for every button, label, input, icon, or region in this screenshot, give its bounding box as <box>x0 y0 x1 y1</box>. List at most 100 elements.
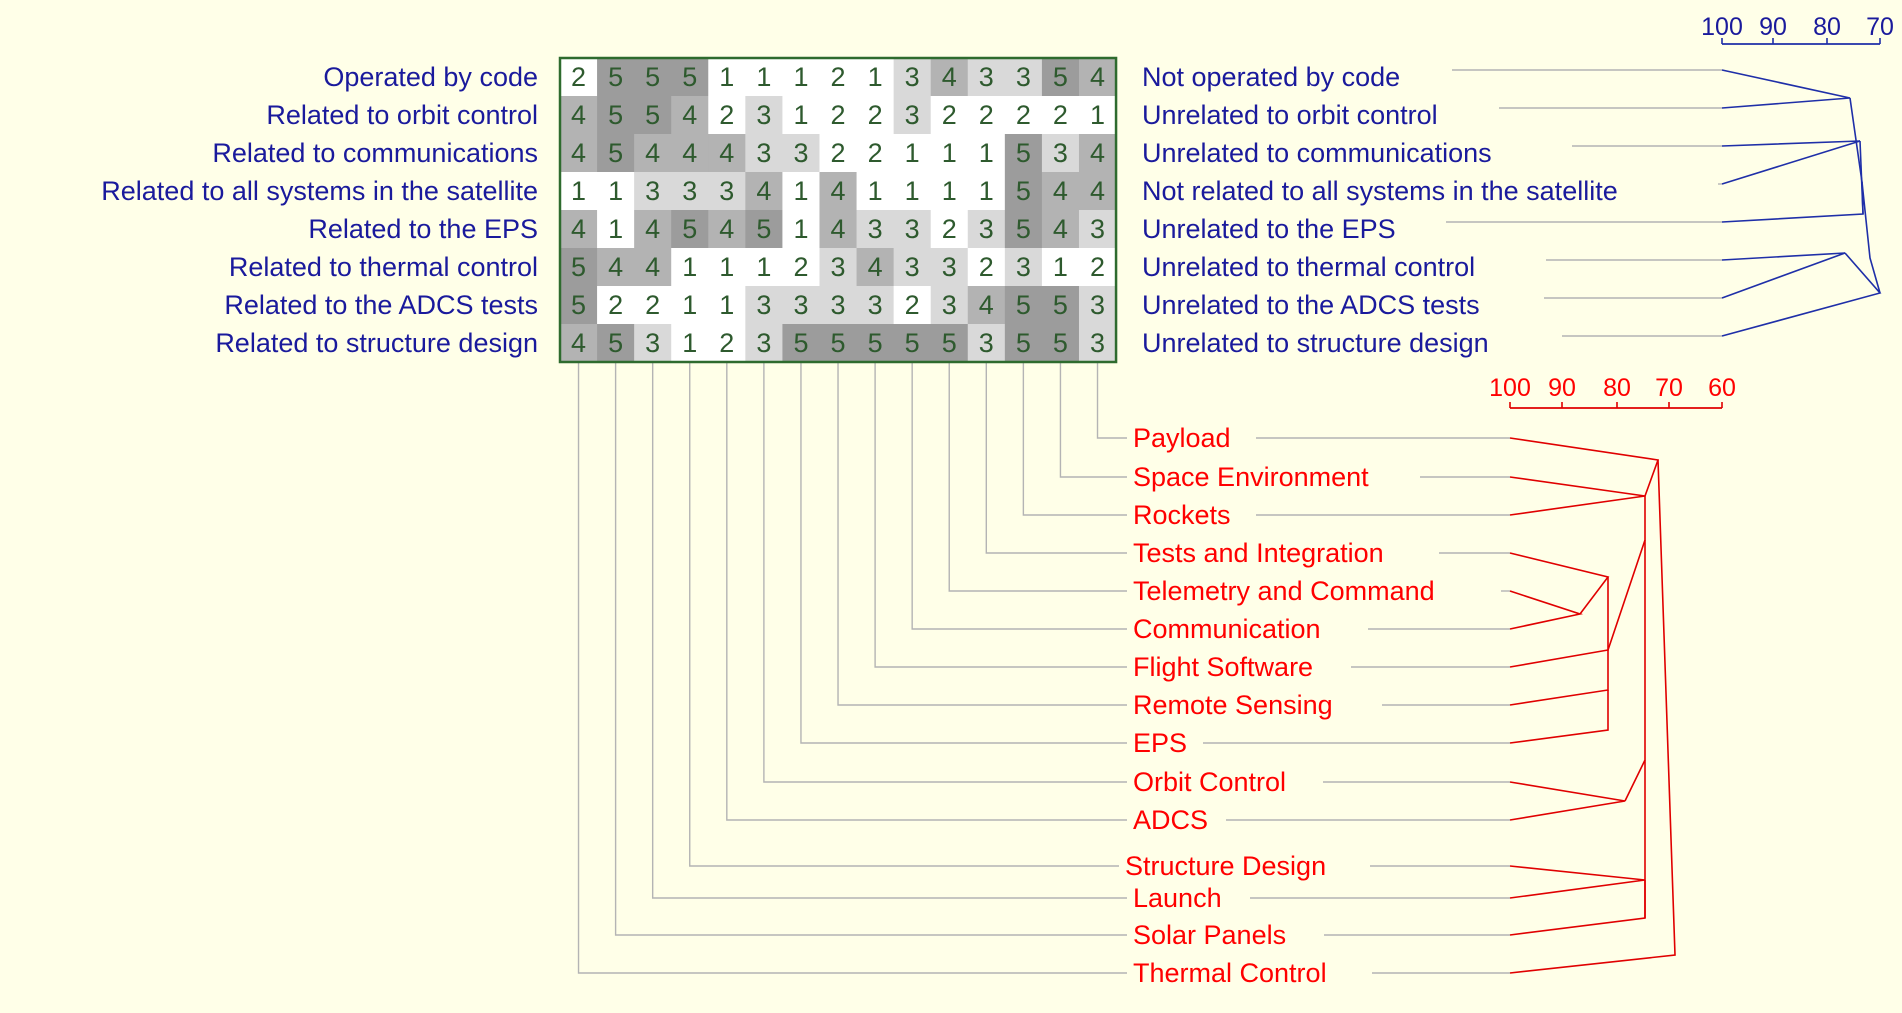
element-scale-label: 70 <box>1655 374 1683 402</box>
grid-cell-value: 4 <box>571 214 586 244</box>
element-leader-line <box>1059 362 1127 478</box>
grid-border <box>558 56 1118 364</box>
grid-cell-bg <box>782 324 820 363</box>
grid-cell-value: 5 <box>1053 328 1068 358</box>
element-leader-line <box>689 362 1119 867</box>
grid-cell-bg <box>745 134 783 173</box>
element-label: Solar Panels <box>1133 920 1286 950</box>
grid-cell-bg <box>930 286 969 325</box>
grid-cell-bg <box>708 248 746 287</box>
element-leader-line <box>1096 362 1127 439</box>
grid-cell-bg <box>930 58 969 97</box>
element-label: Launch <box>1133 883 1222 913</box>
grid-cell-value: 1 <box>942 138 957 168</box>
grid-cell-value: 5 <box>831 328 846 358</box>
grid-cell-bg <box>597 324 635 363</box>
grid-cell-bg <box>893 134 932 173</box>
grid-cell-value: 5 <box>608 138 623 168</box>
construct-left-label: Related to all systems in the satellite <box>101 176 538 206</box>
grid-cell-value: 1 <box>793 62 808 92</box>
grid-cell-value: 5 <box>608 62 623 92</box>
grid-cell-bg <box>782 172 820 211</box>
grid-cell-value: 4 <box>831 176 846 206</box>
element-label: Telemetry and Command <box>1133 576 1435 606</box>
grid-cell-value: 1 <box>719 62 734 92</box>
grid-cell-value: 5 <box>645 100 660 130</box>
grid-cell-bg <box>1041 58 1080 97</box>
grid-cell-bg <box>1041 248 1080 287</box>
grid-cell-value: 5 <box>571 252 586 282</box>
grid-cell-bg <box>671 96 709 135</box>
grid-cell-value: 3 <box>756 328 771 358</box>
grid-cell-value: 5 <box>1016 138 1031 168</box>
grid-cell-value: 2 <box>979 252 994 282</box>
grid-cell-bg <box>1078 96 1117 135</box>
grid-cell-bg <box>967 134 1006 173</box>
element-leader-line <box>763 362 1127 783</box>
grid-cell-bg <box>597 96 635 135</box>
grid-cell-value: 1 <box>756 62 771 92</box>
construct-left-label: Related to thermal control <box>229 252 538 282</box>
grid-cell-bg <box>782 286 820 325</box>
grid-cell-value: 3 <box>942 252 957 282</box>
element-label: Payload <box>1133 423 1231 453</box>
grid-cell-bg <box>1004 210 1043 249</box>
grid-cell-value: 5 <box>645 62 660 92</box>
construct-left-label: Operated by code <box>323 62 538 92</box>
grid-cell-value: 5 <box>571 290 586 320</box>
grid-cell-bg <box>560 96 598 135</box>
element-leader-line <box>837 362 1127 706</box>
grid-cell-value: 2 <box>1090 252 1105 282</box>
construct-scale-label: 70 <box>1866 13 1894 41</box>
grid-cell-bg <box>671 248 709 287</box>
grid-cell-bg <box>634 134 672 173</box>
grid-cell-value: 3 <box>719 176 734 206</box>
grid-cell-value: 1 <box>756 252 771 282</box>
grid-cell-value: 1 <box>793 214 808 244</box>
grid-cell-bg <box>634 324 672 363</box>
grid-cell-bg <box>856 210 895 249</box>
grid-cell-bg <box>893 324 932 363</box>
grid-cell-bg <box>708 210 746 249</box>
grid-cell-value: 3 <box>905 214 920 244</box>
grid-cell-bg <box>1041 134 1080 173</box>
grid-cell-bg <box>893 248 932 287</box>
grid-cell-bg <box>560 210 598 249</box>
grid-cell-bg <box>967 172 1006 211</box>
grid-cell-value: 1 <box>905 176 920 206</box>
grid-cell-value: 4 <box>1090 62 1105 92</box>
grid-cell-value: 3 <box>868 214 883 244</box>
grid-cell-bg <box>1078 134 1117 173</box>
grid-cell-value: 1 <box>608 214 623 244</box>
element-label: Communication <box>1133 614 1321 644</box>
element-leader-line <box>577 362 1127 974</box>
construct-left-label: Related to orbit control <box>266 100 538 130</box>
construct-right-label: Unrelated to orbit control <box>1142 100 1438 130</box>
grid-cell-bg <box>819 324 858 363</box>
grid-cell-bg <box>819 248 858 287</box>
element-leader-line <box>1022 362 1127 516</box>
grid-cell-value: 5 <box>1016 214 1031 244</box>
grid-cell-bg <box>856 248 895 287</box>
grid-cell-bg <box>967 248 1006 287</box>
construct-scale-label: 80 <box>1813 13 1841 41</box>
grid-cell-value: 2 <box>571 62 586 92</box>
grid-cell-value: 3 <box>979 328 994 358</box>
grid-cell-bg <box>560 58 598 97</box>
grid-cell-bg <box>1041 172 1080 211</box>
grid-cell-bg <box>1004 134 1043 173</box>
grid-cell-value: 3 <box>831 252 846 282</box>
grid-cell-value: 3 <box>831 290 846 320</box>
grid-cell-value: 5 <box>1053 290 1068 320</box>
grid-cell-bg <box>745 324 783 363</box>
grid-cell-bg <box>1078 324 1117 363</box>
grid-cell-bg <box>597 286 635 325</box>
grid-cell-bg <box>560 286 598 325</box>
grid-cell-value: 5 <box>1016 290 1031 320</box>
element-tree-branch <box>1509 459 1676 974</box>
grid-cell-bg <box>745 96 783 135</box>
